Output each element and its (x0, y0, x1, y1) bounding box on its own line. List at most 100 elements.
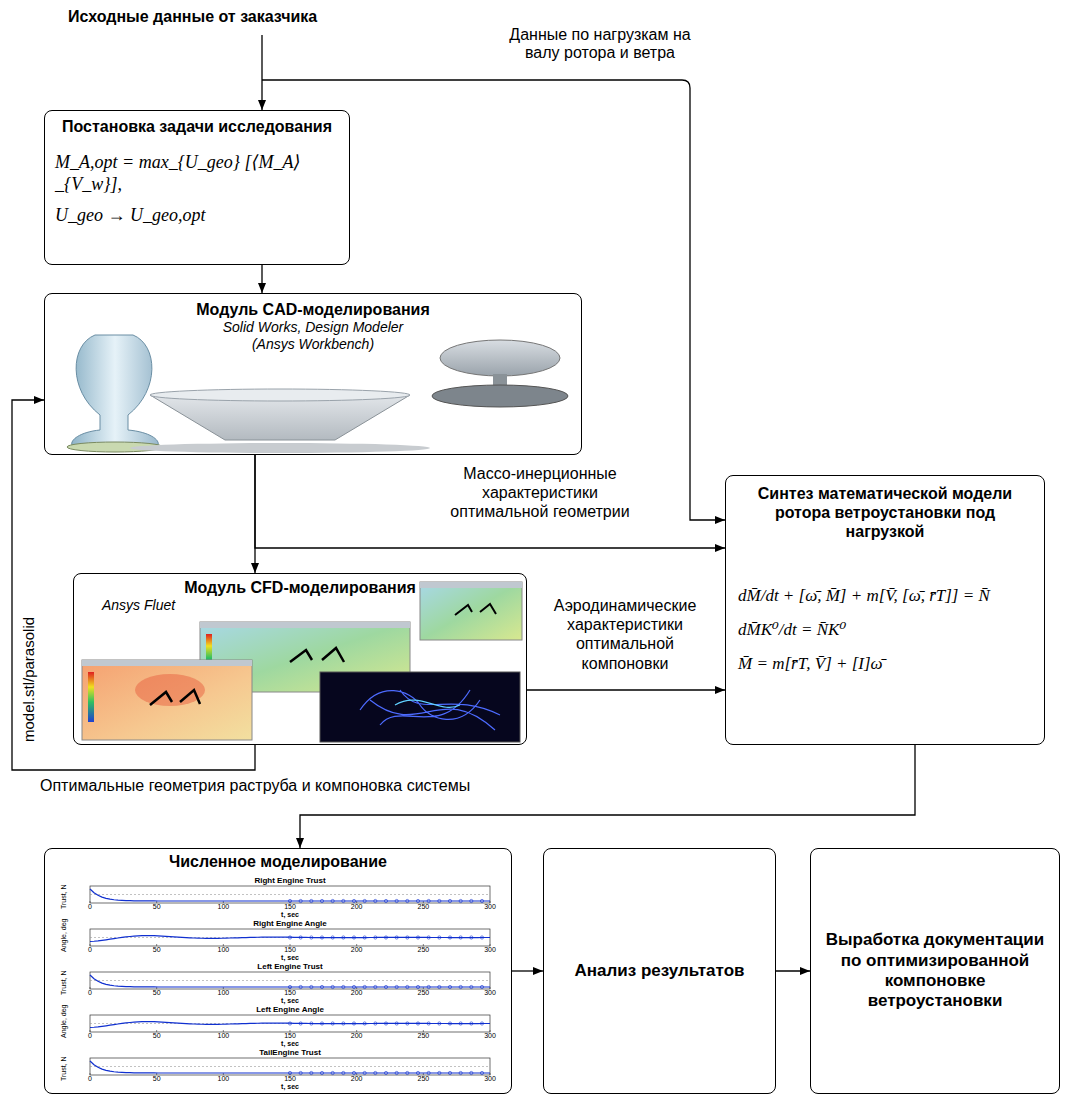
box-title: Выработка документации по оптимизированн… (823, 930, 1047, 1012)
drawing-stroke (320, 1022, 323, 1025)
drawing-stroke (427, 899, 430, 902)
cfd-panel (82, 660, 252, 740)
analysis-box: Анализ результатов (543, 848, 776, 1094)
plot-title: TailEngine Trust (259, 1048, 321, 1057)
drawing-stroke (90, 1058, 490, 1075)
drawing-stroke (352, 936, 355, 939)
drawing-stroke (395, 899, 398, 902)
drawing-stroke (374, 985, 377, 988)
edge-label: Оптимальные геометрия раструба и компоно… (40, 776, 470, 795)
source-label: Исходные данные от заказчика (68, 8, 317, 26)
tick-label: 200 (351, 1075, 363, 1083)
drawing-stroke (90, 936, 490, 942)
cfd-profile (150, 690, 200, 705)
cfd-panel (420, 582, 522, 640)
box-text: Solid Works, Design Modeler (Ansys Workb… (208, 319, 418, 353)
drawing-stroke (427, 1071, 430, 1074)
tick-label: 300 (484, 1032, 496, 1040)
drawing-stroke (459, 899, 462, 902)
drawing-stroke (90, 901, 91, 903)
drawing-stroke (427, 985, 430, 988)
drawing-stroke (459, 985, 462, 988)
input-branch-line (262, 80, 725, 520)
drawing-stroke (288, 1071, 291, 1074)
drawing-stroke (470, 1071, 473, 1074)
drawing-stroke (406, 936, 409, 939)
drawing-stroke (342, 1071, 345, 1074)
tick-label: 300 (484, 989, 496, 997)
cfd-panel-bar (420, 582, 522, 588)
edge-label: Массо-инерционные характеристики оптимал… (450, 464, 630, 522)
drawing-stroke (423, 944, 424, 946)
drawing-stroke (342, 899, 345, 902)
connector-arrow (776, 970, 810, 971)
tick-label: 250 (417, 989, 429, 997)
tick-label: 250 (417, 946, 429, 954)
cfd-profile (455, 604, 496, 615)
drawing-stroke (470, 985, 473, 988)
box-title: Модуль CAD-моделирования (55, 300, 571, 319)
dome-top (440, 340, 560, 376)
drawing-stroke (90, 1030, 91, 1032)
drawing-stroke (90, 894, 490, 895)
cfd-panel-bar (200, 622, 410, 628)
drawing-stroke (320, 985, 323, 988)
tick-label: 150 (284, 1032, 296, 1040)
axis-label: Angle, deg (60, 919, 68, 952)
drawing-stroke (288, 936, 291, 939)
box-title: Постановка задачи исследования (55, 117, 339, 136)
tick-label: 100 (217, 1075, 229, 1083)
drawing-stroke (156, 944, 157, 946)
drawing-stroke (470, 899, 473, 902)
drawing-stroke (406, 1071, 409, 1074)
axis-label: t, sec (281, 911, 299, 919)
flow-label: Данные по нагрузкам на валу ротора и вет… (500, 26, 700, 63)
box-text: U_geo → U_geo,opt (55, 205, 339, 227)
connector-arrow (527, 689, 725, 690)
tick-label: 250 (417, 1075, 429, 1083)
tick-label: 200 (351, 989, 363, 997)
connector-arrow (300, 745, 915, 848)
drawing-stroke (310, 1022, 313, 1025)
axis-label: Trust, N (60, 970, 68, 995)
tick-label: 250 (417, 1032, 429, 1040)
dish-shadow (130, 443, 430, 453)
box-text: M_A,opt = max_{U_geo} [⟨M_A⟩_{V_w}], (55, 152, 339, 195)
drawing-stroke (384, 985, 387, 988)
drawing-stroke (374, 1022, 377, 1025)
drawing-stroke (448, 1022, 451, 1025)
drawing-stroke (384, 1071, 387, 1074)
cfd-panels (82, 582, 522, 742)
drawing-stroke (90, 1022, 490, 1028)
plot-title: Right Engine Angle (253, 919, 326, 928)
tick-label: 50 (153, 903, 161, 911)
drawing-stroke (490, 944, 491, 946)
box-title: Модуль CFD-моделирования (84, 578, 516, 597)
dome-base (432, 385, 568, 407)
cad-module-box: Модуль CAD-моделированияSolid Works, Des… (44, 293, 582, 455)
axis-label: t, sec (281, 1083, 299, 1091)
drawing-stroke (299, 985, 302, 988)
drawing-stroke (320, 936, 323, 939)
drawing-stroke (427, 1022, 430, 1025)
drawing-stroke (395, 1022, 398, 1025)
edge-label: Аэродинамические характеристики оптималь… (540, 596, 710, 673)
drawing-stroke (416, 1071, 419, 1074)
drawing-stroke (448, 936, 451, 939)
drawing-stroke (90, 1015, 490, 1032)
documentation-box: Выработка документации по оптимизированн… (810, 848, 1060, 1094)
axis-label: t, sec (281, 1040, 299, 1048)
drawing-stroke (352, 985, 355, 988)
drawing-stroke (90, 1066, 490, 1067)
box-title: Численное моделирование (55, 852, 501, 871)
file-format-label: model.stl/parasolid (20, 617, 37, 742)
box-title: Синтез математической модели ротора ветр… (738, 484, 1032, 542)
drawing-stroke (90, 929, 490, 946)
drawing-stroke (406, 985, 409, 988)
drawing-stroke (395, 985, 398, 988)
plot-title: Right Engine Trust (254, 876, 325, 885)
drawing-stroke (352, 1022, 355, 1025)
drawing-stroke (416, 899, 419, 902)
tick-label: 50 (153, 1032, 161, 1040)
